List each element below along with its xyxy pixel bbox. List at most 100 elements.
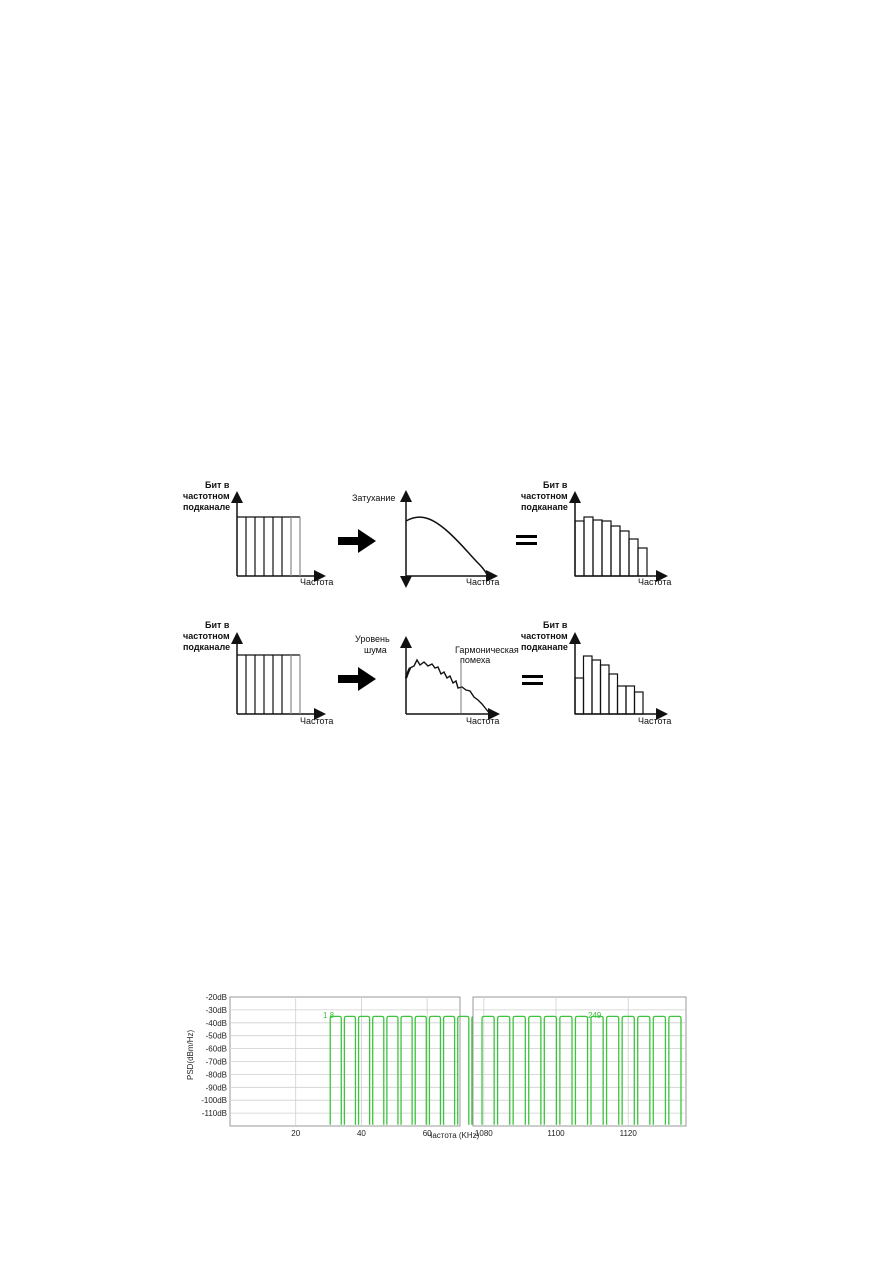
y-tick-label: -80dB <box>206 1070 227 1079</box>
tone-bar <box>668 1015 682 1125</box>
ylabel-line-2: частотном <box>183 491 230 501</box>
tone-bar <box>512 1015 526 1125</box>
row2-left-chart: Бит в частотном подканале Частота <box>183 620 333 726</box>
y-tick-label: -60dB <box>206 1045 227 1054</box>
tone-bar <box>442 1015 456 1125</box>
bar <box>616 685 627 715</box>
tone-bar <box>457 1015 470 1125</box>
tone-bar <box>652 1015 667 1125</box>
xlabel: Частота <box>300 577 333 587</box>
y-tick-label: -50dB <box>206 1032 227 1041</box>
x-tick-labels: 20 40 60 <box>291 1129 432 1138</box>
tone-bar <box>559 1015 573 1125</box>
row2-middle-chart: Уровень шума Гармоническая помеха Частот… <box>355 634 519 726</box>
attenuation-curve <box>405 516 489 577</box>
ylabel-line-2: частотном <box>183 631 230 641</box>
row2-right-chart: Бит в частотном подканапе Частота <box>521 620 671 726</box>
ylabel-line-2: частотном <box>521 631 568 641</box>
ylabel-line-1: Бит в <box>543 480 568 490</box>
tone-bar <box>496 1015 511 1125</box>
bar <box>608 673 619 715</box>
tone-bar <box>621 1015 635 1125</box>
ylabel-line-1: Затухание <box>352 493 395 503</box>
x-tick-label: 60 <box>423 1129 432 1138</box>
row2-arrow-icon <box>338 667 376 691</box>
xlabel: Частота <box>638 577 671 587</box>
x-tick-label: 1120 <box>620 1129 638 1138</box>
tone-bar <box>414 1015 427 1125</box>
gridlines <box>230 997 460 1126</box>
y-tick-label: -110dB <box>202 1109 227 1118</box>
bar <box>619 530 630 577</box>
bar <box>628 538 639 577</box>
xlabel: Частота <box>466 577 499 587</box>
tone-bar <box>400 1015 413 1125</box>
ylabel-line-1: Уровень <box>355 634 390 644</box>
ylabel-line-3: подканапе <box>521 502 568 512</box>
tone-bar <box>357 1015 371 1125</box>
uniform-bit-bars <box>237 654 301 714</box>
xlabel: Частота <box>466 716 499 726</box>
tone-bar <box>428 1015 442 1125</box>
y-axis-label: PSD(dBm/Hz) <box>186 1029 195 1080</box>
bar <box>633 691 644 715</box>
xlabel: Частота <box>300 716 333 726</box>
row1-arrow-icon <box>338 529 376 553</box>
x-tick-label: 20 <box>291 1129 300 1138</box>
tones-trace <box>481 1015 682 1125</box>
y-tick-labels: -20dB -30dB -40dB -50dB -60dB -70dB -80dB -90dB… <box>201 993 227 1118</box>
ylabel-line-1: Бит в <box>205 620 230 630</box>
tone-bar <box>372 1015 385 1125</box>
tone-bar <box>637 1015 651 1125</box>
allocated-bit-bars <box>574 516 648 577</box>
row1-equals-icon <box>516 535 537 545</box>
ylabel-line-3: подканале <box>183 642 230 652</box>
x-axis-label: Частота (KHz) <box>427 1131 480 1140</box>
bar <box>637 547 648 577</box>
noise-level-curve <box>405 658 491 715</box>
bar <box>574 677 585 715</box>
tone-bar <box>543 1015 558 1125</box>
y-tick-label: -70dB <box>206 1058 227 1067</box>
uniform-bit-bars <box>237 516 301 576</box>
bar <box>601 520 612 577</box>
bar <box>599 664 610 715</box>
bar <box>592 519 603 577</box>
ylabel-line-1: Бит в <box>205 480 230 490</box>
row1-middle-chart: Затухание Частота <box>352 490 499 588</box>
annotation-line-1: Гармоническая <box>455 645 519 655</box>
y-tick-label: -20dB <box>206 993 227 1002</box>
y-tick-label: -100dB <box>201 1096 227 1105</box>
ylabel-line-2: шума <box>364 645 387 655</box>
tone-bar <box>386 1015 399 1125</box>
ylabel-line-1: Бит в <box>543 620 568 630</box>
bar <box>591 659 602 715</box>
tone-bar <box>329 1015 342 1125</box>
y-tick-label: -40dB <box>206 1019 227 1028</box>
last-tone-label: 249 <box>588 1011 602 1020</box>
bar <box>574 520 585 577</box>
y-tick-label: -90dB <box>206 1083 227 1092</box>
x-tick-label: 40 <box>357 1129 366 1138</box>
psd-chart: -20dB -30dB -40dB -50dB -60dB -70dB -80dB -90dB… <box>186 993 687 1140</box>
tone-bar <box>481 1015 495 1125</box>
tone-bar <box>343 1015 357 1125</box>
row1-right-chart: Бит в частотном подканапе Частота <box>521 480 671 587</box>
xlabel: Частота <box>638 716 671 726</box>
x-tick-label: 1100 <box>547 1129 565 1138</box>
row2-equals-icon <box>522 675 543 685</box>
allocated-bit-bars <box>574 655 644 715</box>
tone-bar <box>528 1015 542 1125</box>
bar <box>583 516 594 577</box>
bar <box>625 685 636 715</box>
row1-left-chart: Бит в частотном подканале Частота <box>183 480 333 587</box>
ylabel-line-2: частотном <box>521 491 568 501</box>
tone-bar <box>605 1015 620 1125</box>
bar <box>610 525 621 577</box>
tone-bar <box>574 1015 589 1125</box>
y-tick-label: -30dB <box>206 1006 227 1015</box>
